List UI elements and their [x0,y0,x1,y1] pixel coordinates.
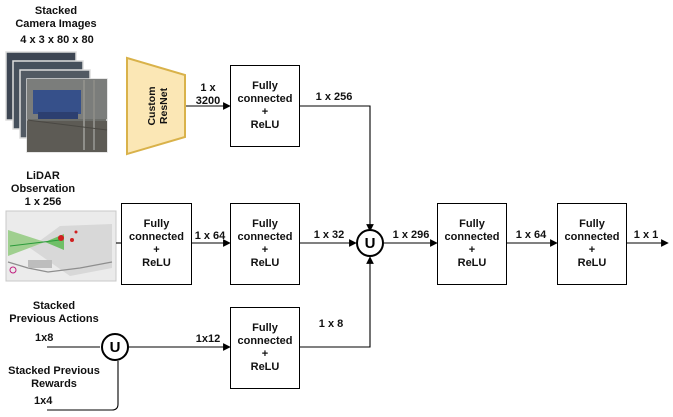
fc-line4: ReLU [142,257,171,269]
fc-line2: connected [237,335,293,347]
fc-line1: Fully [252,322,278,334]
lidar-observation-image [5,210,117,282]
edge-actions-fc-to-union [300,256,374,348]
fc-line3: + [588,244,596,256]
prev-actions-title-line2: Previous Actions [9,313,99,325]
edge-label-fc-a-out: 1 x 64 [515,229,547,241]
prev-actions-title-line1: Stacked [32,300,76,312]
fc-line1: Fully [252,218,278,230]
edge-label-final-out: 1 x 1 [633,229,659,241]
edge-label-main-union-out: 1 x 296 [392,229,430,241]
prev-rewards-title: Stacked Previous Rewards [2,365,106,391]
fc-line1: Fully [252,80,278,92]
custom-resnet-label-line2: ResNet [158,87,170,125]
fc-line4: ReLU [250,361,280,373]
camera-title-line1: Stacked [34,5,78,17]
edge-label-resnet-out: 1 x 3200 [190,82,226,108]
fc-line1: Fully [459,218,485,230]
fc-line4: ReLU [577,257,607,269]
fc-line3: + [261,244,269,256]
fc-line2: connected [564,231,620,243]
edge-label-resnet-out-line1: 1 x [200,82,216,94]
fc-line1: Fully [143,218,170,230]
custom-resnet-label-line1: Custom [146,86,158,126]
fc-line3: + [468,244,476,256]
prev-rewards-title-line2: Rewards [31,378,77,390]
fc-line4: ReLU [250,119,280,131]
fc-line3: + [153,244,160,256]
edge-camera-fc-to-union [300,105,374,232]
union-node-main: U [356,229,384,257]
fc-line2: connected [128,231,184,243]
prev-rewards-title-line1: Stacked Previous [8,365,100,377]
custom-resnet-label: Custom ResNet [146,82,170,130]
fc-line3: + [261,348,269,360]
union-node-actions-rewards: U [101,333,129,361]
edge-label-actions-union-out: 1x12 [195,333,221,345]
camera-image-stack [5,51,108,153]
custom-resnet-block [126,56,186,156]
fc-line3: + [261,106,269,118]
prev-actions-title: Stacked Previous Actions [4,300,104,326]
edge-rewards-to-union [47,361,119,411]
lidar-title-line2: Observation [10,183,76,195]
camera-shape: 4 x 3 x 80 x 80 [20,34,94,46]
lidar-shape: 1 x 256 [24,196,62,208]
fc-line1: Fully [579,218,605,230]
lidar-title-line1: LiDAR [26,170,60,182]
prev-rewards-shape: 1x4 [34,395,53,407]
camera-title-line2: Camera Images [15,18,97,30]
edge-label-lidar-fc1-out: 1 x 64 [194,230,226,242]
fc-line2: connected [237,93,293,105]
edge-label-actions-fc-out: 1 x 8 [318,318,344,330]
prev-actions-shape: 1x8 [35,332,54,344]
connections [47,102,669,411]
fc-line4: ReLU [457,257,487,269]
fc-line4: ReLU [250,257,280,269]
fc-line2: connected [444,231,500,243]
lidar-title: LiDAR Observation 1 x 256 [3,170,83,209]
edge-label-camera-fc-out: 1 x 256 [315,91,353,103]
camera-title: Stacked Camera Images [8,5,104,31]
edge-label-resnet-out-line2: 3200 [195,95,221,107]
fc-line2: connected [237,231,293,243]
edge-label-lidar-fc2-out: 1 x 32 [313,229,345,241]
